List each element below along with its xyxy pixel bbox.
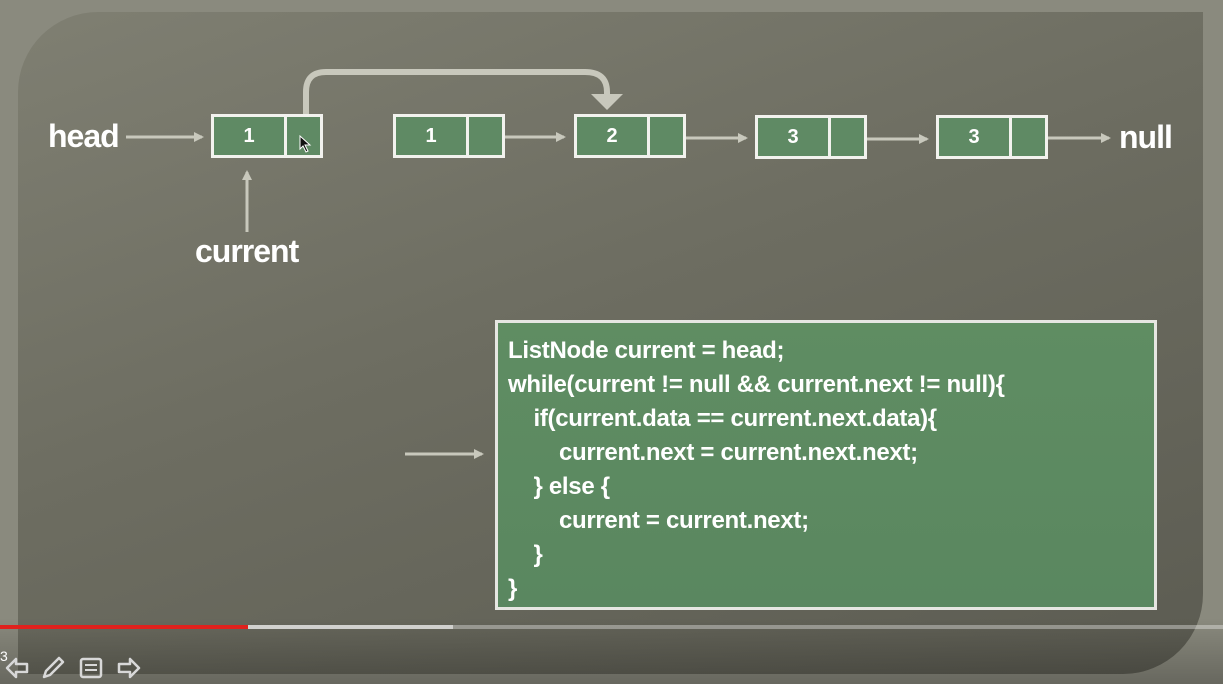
notes-icon	[79, 657, 103, 679]
code-line: } else {	[508, 473, 610, 500]
video-progress-bar[interactable]	[0, 625, 1223, 629]
code-box: ListNode current = head; while(current !…	[495, 320, 1157, 610]
mouse-cursor-icon	[299, 135, 312, 153]
list-node: 3	[936, 115, 1048, 159]
node-pointer	[831, 118, 864, 156]
null-label: null	[1119, 119, 1173, 155]
code-line: current = current.next;	[508, 507, 809, 534]
list-node: 1	[211, 114, 323, 158]
list-node: 2	[574, 114, 686, 158]
next-slide-button[interactable]	[116, 655, 142, 681]
prev-icon	[5, 657, 29, 679]
node-value: 3	[758, 118, 831, 156]
node-pointer	[1012, 118, 1045, 156]
node-pointer	[650, 117, 683, 155]
list-node: 1	[393, 114, 505, 158]
code-line: current.next = current.next.next;	[508, 439, 918, 466]
time-display: 3	[0, 648, 8, 664]
code-line: if(current.data == current.next.data){	[508, 405, 937, 432]
list-node: 3	[755, 115, 867, 159]
code-line: }	[508, 575, 518, 602]
node-pointer	[469, 117, 502, 155]
pen-tool-button[interactable]	[40, 655, 66, 681]
code-line: while(current != null && current.next !=…	[508, 371, 1005, 398]
code-line: }	[508, 541, 543, 568]
node-value: 2	[577, 117, 650, 155]
node-pointer	[287, 117, 320, 155]
node-value: 3	[939, 118, 1012, 156]
notes-button[interactable]	[78, 655, 104, 681]
node-value: 1	[396, 117, 469, 155]
code-line: ListNode current = head;	[508, 337, 785, 364]
current-label: current	[195, 233, 299, 269]
node-value: 1	[214, 117, 287, 155]
head-label: head	[48, 118, 120, 154]
progress-played	[0, 625, 249, 629]
skip-pointer-arrowhead	[591, 94, 623, 110]
pen-icon	[42, 656, 65, 679]
skip-pointer-arrow	[303, 69, 610, 129]
video-controls-overlay	[0, 618, 1223, 684]
prev-slide-button[interactable]	[4, 655, 30, 681]
next-icon	[117, 657, 141, 679]
